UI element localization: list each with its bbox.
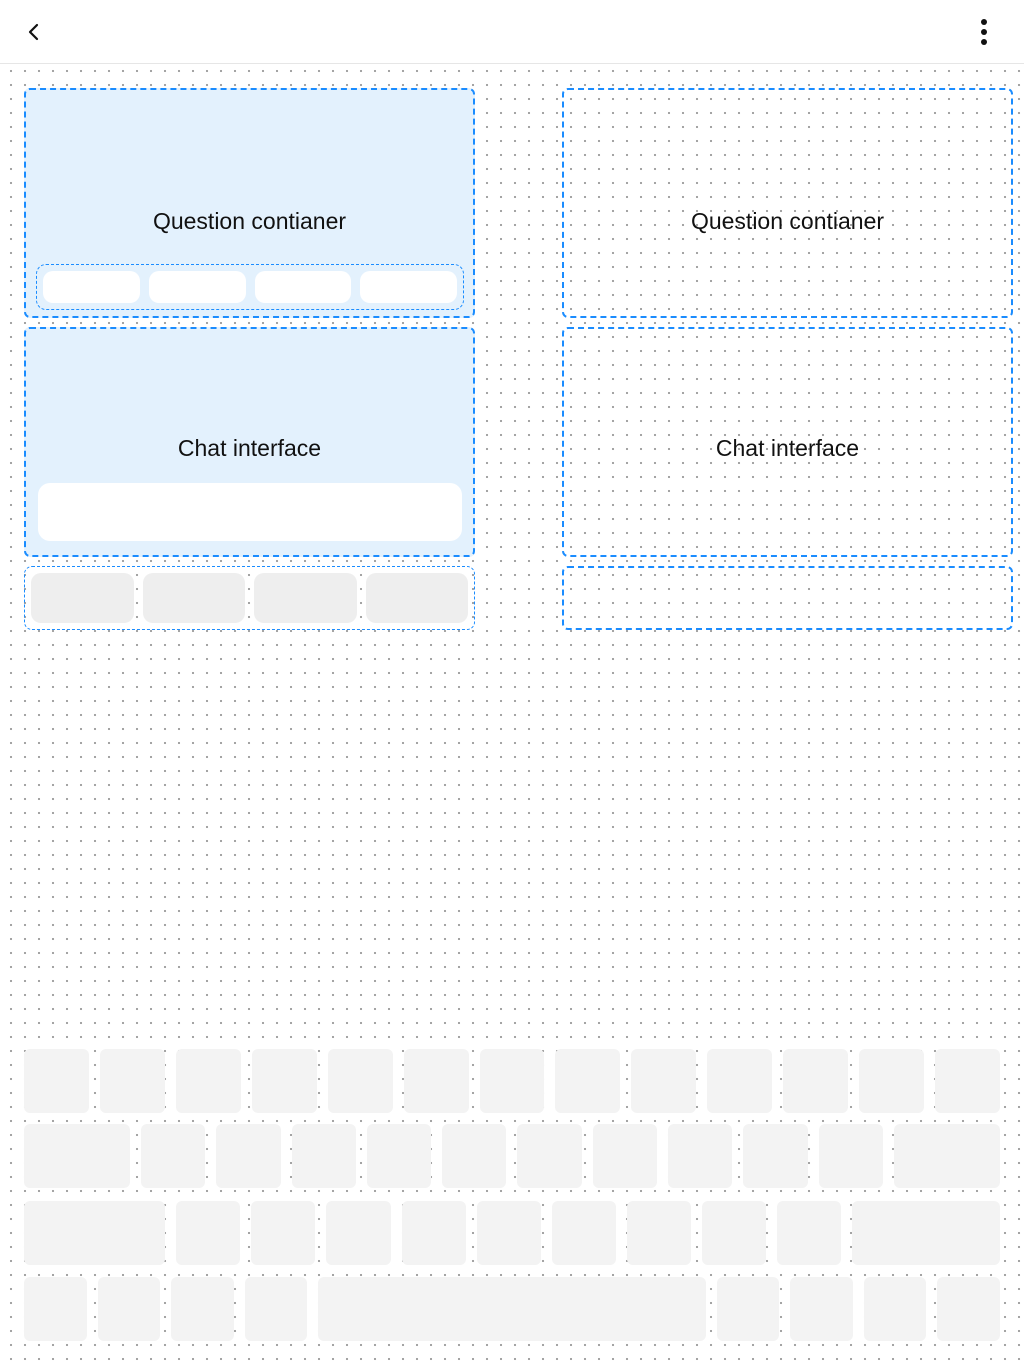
action-button[interactable] <box>365 573 468 623</box>
keyboard-key[interactable] <box>935 1049 1000 1113</box>
keyboard-key[interactable] <box>555 1049 621 1113</box>
chevron-left-icon <box>28 23 39 41</box>
more-options-button[interactable] <box>968 16 1000 48</box>
keyboard-key[interactable] <box>743 1124 808 1188</box>
keyboard-key[interactable] <box>327 1049 393 1113</box>
keyboard-key[interactable] <box>244 1277 308 1341</box>
keyboard-key[interactable] <box>24 1277 87 1341</box>
answer-chip[interactable] <box>254 271 352 303</box>
keyboard-key[interactable] <box>479 1049 545 1113</box>
keyboard-key[interactable] <box>517 1124 582 1188</box>
chat-interface-label: Chat interface <box>177 435 322 461</box>
keyboard-key[interactable] <box>251 1049 317 1113</box>
chat-interface-label: Chat interface <box>715 435 860 461</box>
keyboard-key[interactable] <box>175 1049 241 1113</box>
keyboard-key[interactable] <box>99 1049 165 1113</box>
keyboard-key[interactable] <box>141 1124 206 1188</box>
keyboard-key[interactable] <box>97 1277 161 1341</box>
keyboard-key[interactable] <box>326 1201 391 1265</box>
keyboard-key[interactable] <box>702 1201 767 1265</box>
keyboard-key[interactable] <box>24 1124 131 1188</box>
keyboard-key[interactable] <box>401 1201 466 1265</box>
keyboard-key[interactable] <box>707 1049 773 1113</box>
keyboard-key[interactable] <box>626 1201 692 1265</box>
answer-chip[interactable] <box>148 271 246 303</box>
keyboard-key[interactable] <box>783 1049 849 1113</box>
keyboard-key[interactable] <box>551 1201 616 1265</box>
keyboard-key[interactable] <box>251 1201 316 1265</box>
keyboard-key[interactable] <box>291 1124 356 1188</box>
action-button-row <box>24 566 475 630</box>
keyboard-key[interactable] <box>476 1201 541 1265</box>
answer-chip[interactable] <box>43 271 140 303</box>
keyboard-key[interactable] <box>24 1049 89 1113</box>
keyboard-key[interactable] <box>216 1124 281 1188</box>
top-bar <box>0 0 1024 64</box>
keyboard-row <box>24 1277 1000 1341</box>
keyboard-key[interactable] <box>176 1201 241 1265</box>
keyboard-row <box>24 1201 1000 1265</box>
keyboard-key[interactable] <box>366 1124 432 1188</box>
action-button[interactable] <box>142 573 245 623</box>
keyboard-key[interactable] <box>716 1277 780 1341</box>
question-container-label: Question contianer <box>690 208 885 234</box>
keyboard-key[interactable] <box>592 1124 658 1188</box>
chat-input-field[interactable] <box>38 483 462 541</box>
answer-chip-row <box>36 264 464 310</box>
keyboard-key[interactable] <box>859 1049 925 1113</box>
back-button[interactable] <box>18 16 50 48</box>
keyboard-key[interactable] <box>893 1124 1000 1188</box>
action-row-placeholder <box>562 566 1013 630</box>
question-container-right: Question contianer <box>562 88 1013 318</box>
keyboard-key[interactable] <box>937 1277 1000 1341</box>
keyboard-key[interactable] <box>818 1124 883 1188</box>
keyboard-spacebar[interactable] <box>318 1277 706 1341</box>
question-container-label: Question contianer <box>152 208 347 234</box>
action-button[interactable] <box>31 573 134 623</box>
keyboard-key[interactable] <box>777 1201 842 1265</box>
action-button[interactable] <box>254 573 357 623</box>
keyboard-row <box>24 1124 1000 1188</box>
keyboard-key[interactable] <box>442 1124 507 1188</box>
keyboard-row <box>24 1049 1000 1113</box>
question-container-left: Question contianer <box>24 88 475 318</box>
chat-interface-left: Chat interface <box>24 327 475 557</box>
keyboard-key[interactable] <box>171 1277 234 1341</box>
more-vertical-icon <box>981 19 987 45</box>
keyboard-key[interactable] <box>24 1201 166 1265</box>
keyboard-key[interactable] <box>852 1201 1000 1265</box>
keyboard-key[interactable] <box>790 1277 853 1341</box>
answer-chip[interactable] <box>360 271 457 303</box>
keyboard-key[interactable] <box>863 1277 927 1341</box>
keyboard-key[interactable] <box>668 1124 733 1188</box>
keyboard-key[interactable] <box>631 1049 697 1113</box>
keyboard-key[interactable] <box>403 1049 469 1113</box>
chat-interface-right: Chat interface <box>562 327 1013 557</box>
